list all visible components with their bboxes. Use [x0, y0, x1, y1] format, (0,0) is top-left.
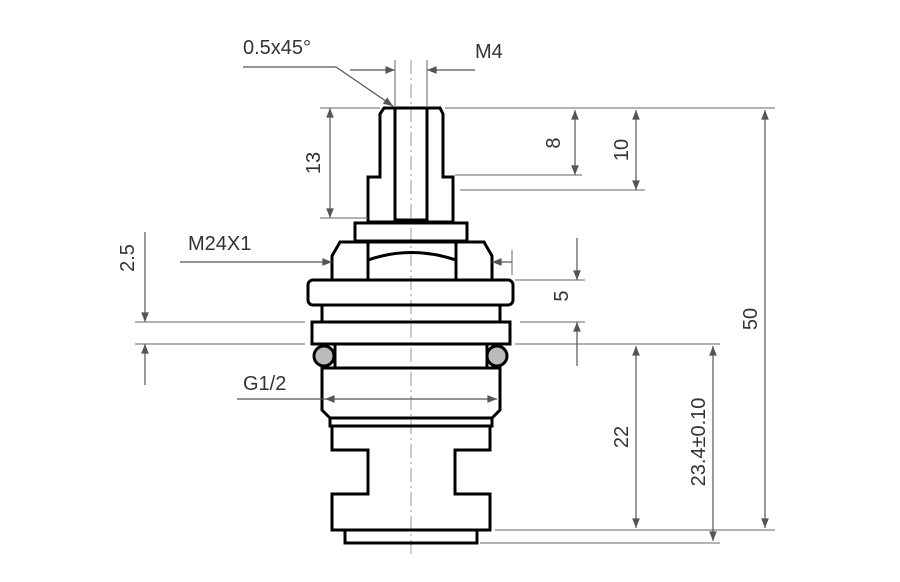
hex-nut: [330, 240, 494, 282]
dim-8: 8: [543, 137, 565, 148]
dimensions: [135, 60, 775, 544]
m4-label: M4: [475, 41, 503, 63]
dim-10: 10: [611, 139, 633, 161]
oring-left: [312, 344, 336, 368]
base-plate: [343, 528, 479, 545]
dim-23-4: 23.4±0.10: [688, 398, 710, 487]
chamfer-label: 0.5x45°: [243, 37, 311, 59]
dim-13: 13: [303, 152, 325, 174]
dim-50: 50: [740, 308, 762, 330]
lower-body: [330, 424, 492, 532]
m24-label: M24X1: [188, 233, 251, 255]
oring-right: [485, 344, 509, 368]
dim-2-5: 2.5: [117, 244, 139, 272]
dim-5: 5: [551, 290, 573, 301]
dim-22: 22: [611, 426, 633, 448]
g12-label: G1/2: [243, 373, 286, 395]
